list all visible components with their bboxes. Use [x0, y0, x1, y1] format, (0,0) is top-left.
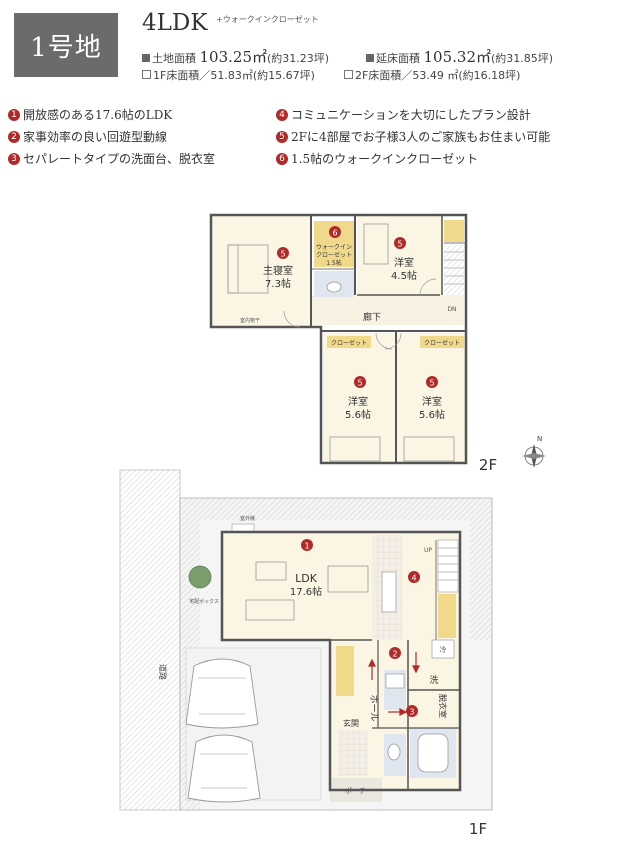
- lot-label: 1号地: [30, 32, 102, 63]
- master-bedroom-name: 主寝室: [263, 264, 293, 277]
- room-a-name: 洋室: [394, 256, 414, 269]
- marker-label: 3: [409, 708, 414, 717]
- compass-north: N: [537, 435, 542, 443]
- car-icon: [187, 734, 261, 803]
- closet-label: クローゼット: [424, 339, 460, 347]
- land-area: 土地面積 103.25㎡(約31.23坪): [142, 46, 329, 67]
- marker-label: 1: [304, 542, 309, 551]
- square-outline-icon: [344, 70, 353, 79]
- room-c-size: 5.6帖: [419, 408, 445, 421]
- ldk-name: LDK: [295, 572, 318, 585]
- road-label: 道路: [158, 664, 168, 680]
- marker-label: 5: [397, 240, 402, 249]
- dressing-room-label: 脱衣室: [438, 694, 448, 718]
- room-c-name: 洋室: [422, 395, 442, 408]
- stairs-down-label: DN: [447, 306, 456, 313]
- room-b-size: 5.6帖: [345, 408, 371, 421]
- closet-label: クローゼット: [331, 339, 367, 347]
- master-bedroom-size: 7.3帖: [265, 277, 291, 290]
- outdoor-unit-label: 室外機: [240, 515, 255, 522]
- marker-label: 5: [280, 250, 285, 259]
- floor-2-label: 2F: [479, 456, 497, 474]
- marker-label: 4: [411, 574, 416, 583]
- marker-label: 5: [429, 379, 434, 388]
- plan-type: 4LDK: [142, 10, 208, 36]
- entrance-label: 玄関: [343, 718, 359, 728]
- first-floor-area: 1F床面積／51.83㎡(約15.67坪): [142, 67, 315, 83]
- stairs: [437, 539, 459, 593]
- room-a-size: 4.5帖: [391, 269, 417, 282]
- floor-1-label: 1F: [469, 820, 487, 838]
- square-icon: [142, 54, 150, 62]
- car-icon: [185, 658, 259, 729]
- marker-label: 5: [357, 379, 362, 388]
- first-floor-plan: 道路 宅配ボックス 室外機: [119, 469, 493, 838]
- marker-label: 2: [392, 650, 397, 659]
- lot-badge: 1号地: [14, 13, 118, 77]
- marker-label: 6: [332, 229, 337, 238]
- fridge-label: 冷: [440, 645, 447, 654]
- ldk-size: 17.6帖: [290, 585, 322, 598]
- indoor-drying-label: 室内物干: [240, 317, 260, 324]
- room-b-name: 洋室: [348, 395, 368, 408]
- porch-label: ポーチ: [345, 787, 366, 795]
- plan-subtitle: +ウォークインクローゼット: [216, 15, 319, 24]
- square-outline-icon: [142, 70, 151, 79]
- floor-area: 延床面積 105.32㎡(約31.85坪): [366, 46, 553, 67]
- parking-area: [185, 647, 322, 803]
- washroom-label: 洗: [429, 674, 438, 686]
- compass-icon: N: [522, 435, 546, 468]
- hall-label: ホール: [368, 694, 379, 721]
- delivery-box-label: 宅配ボックス: [189, 598, 219, 605]
- wic-label-3: 1.5帖: [326, 259, 342, 267]
- hallway-label: 廊下: [363, 311, 381, 323]
- second-floor-area: 2F床面積／53.49 ㎡(約16.18坪): [344, 67, 520, 83]
- wic-label-2: クローゼット: [316, 251, 352, 259]
- tree-icon: [188, 565, 212, 589]
- wic-label-1: ウォークイン: [316, 243, 352, 251]
- second-floor-plan: 5 6 5 5 5 主寝室 7.3帖 洋室 4.5帖 洋室 5.6帖 洋室 5.…: [209, 213, 497, 474]
- stairs-up-label: UP: [424, 547, 432, 554]
- square-icon: [366, 54, 374, 62]
